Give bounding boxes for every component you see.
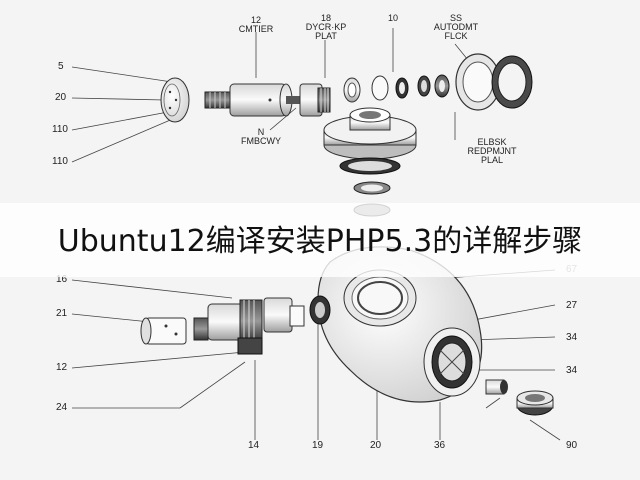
title-banner: [0, 203, 640, 277]
callout-number: 16: [56, 274, 68, 285]
callout-number: 34: [566, 332, 578, 343]
fitting-parts: [140, 295, 331, 355]
part-label-plat: 18 DYCR·KP PLAT: [305, 13, 347, 41]
callout-number: 14: [248, 440, 260, 451]
callout-number: 27: [566, 300, 578, 311]
top-leader-lines: [71, 28, 469, 163]
part-label-cmtier: 12 CMTIER: [238, 15, 274, 34]
page-title: Ubuntu12编译安装PHP5.3的详解步骤: [57, 224, 583, 259]
gear-part: [299, 83, 331, 117]
callout-number: 24: [56, 402, 68, 413]
bottom-leader-lines: [71, 269, 561, 441]
callout-number: 110: [52, 156, 68, 167]
pump-body-part: [317, 246, 483, 403]
small-fitting-parts: [485, 379, 554, 416]
callout-number: 12: [56, 362, 68, 373]
part-label-fmbcwy: N FMBCWY: [241, 127, 281, 146]
flange-part: [323, 107, 417, 217]
threaded-stem-part: [204, 83, 300, 117]
part-label-flck: SS AUTODMT FLCK: [433, 13, 479, 41]
callout-number: 20: [370, 440, 382, 451]
callout-number: 5: [58, 61, 64, 72]
callout-number: 19: [312, 440, 324, 451]
callout-number: 36: [434, 440, 446, 451]
part-label-10: 10: [387, 13, 398, 23]
callout-number: 110: [52, 124, 68, 135]
part-label-plal: ELBSK REDPMJNT PLAL: [467, 137, 517, 165]
end-cap-part: [160, 77, 190, 123]
callout-number: 90: [566, 440, 578, 451]
small-rings: [343, 74, 450, 103]
large-rings: [455, 53, 533, 111]
callout-number: 20: [55, 92, 67, 103]
callout-number: 34: [566, 365, 578, 376]
callout-number: 21: [56, 308, 68, 319]
